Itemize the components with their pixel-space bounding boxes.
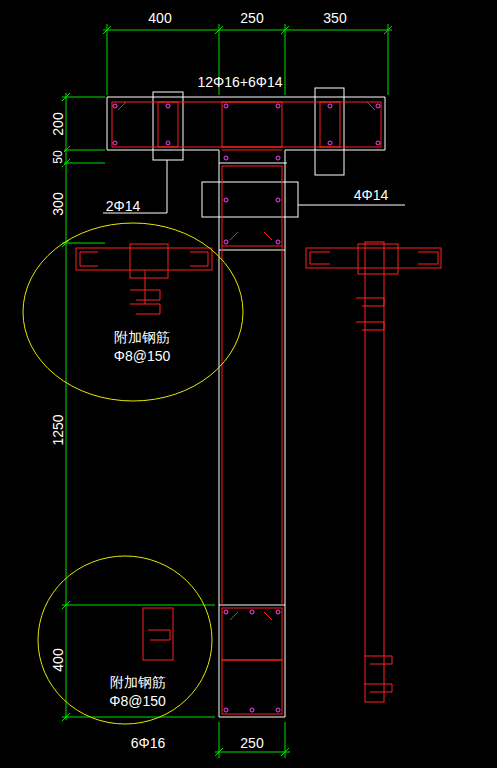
- dimension: 250: [240, 11, 263, 25]
- dimension: 200: [51, 110, 65, 137]
- callout-ellipse: 附加钢筋Φ8@150: [37, 555, 213, 725]
- ellipse-outline: [22, 222, 244, 402]
- dimension: 1250: [51, 412, 65, 447]
- rebar-spec: 12Φ16+6Φ14: [197, 75, 282, 89]
- rebar-spec: 6Φ16: [131, 736, 166, 750]
- dimension: 250: [240, 736, 263, 750]
- rebar-spec: Φ8@150: [112, 347, 173, 366]
- note-title: 附加钢筋: [108, 673, 168, 692]
- dimension: 400: [148, 11, 171, 25]
- note-title: 附加钢筋: [112, 328, 172, 347]
- rebar-spec: 2Φ14: [106, 199, 141, 213]
- callout-ellipse: 附加钢筋Φ8@150: [22, 222, 244, 402]
- rebar-spec: 4Φ14: [354, 188, 389, 202]
- dimension: 350: [323, 11, 346, 25]
- rebar-spec: Φ8@150: [107, 692, 168, 711]
- dimension: 50: [52, 148, 64, 165]
- dimension: 300: [51, 190, 65, 217]
- dimension: 400: [51, 646, 65, 673]
